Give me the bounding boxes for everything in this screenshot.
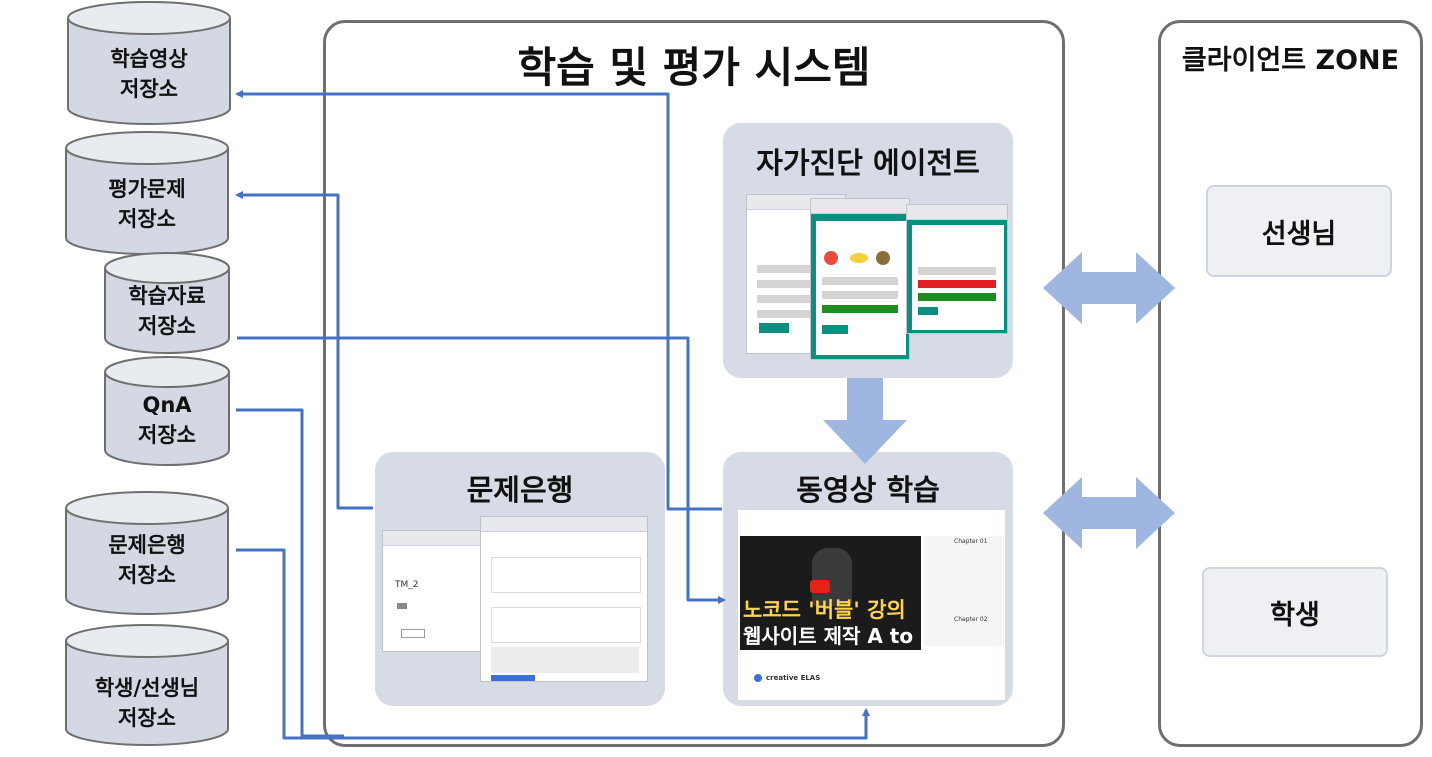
video-caption-line1: 노코드 '버블' 강의 bbox=[743, 598, 906, 622]
video-caption-line2: 웹사이트 제작 A to Z bbox=[743, 624, 914, 650]
chapter-label-1: Chapter 01 bbox=[954, 538, 988, 545]
learning-system-title: 학습 및 평가 시스템 bbox=[517, 43, 871, 92]
connector-video-storage bbox=[235, 90, 722, 511]
video-learning-screenshot: 노코드 '버블' 강의 웹사이트 제작 A to Z Chapter 01 Ch… bbox=[738, 510, 1005, 700]
student-role-label: 학생 bbox=[1270, 599, 1320, 631]
chapter-label-2: Chapter 02 bbox=[954, 616, 988, 623]
chapter-list: Chapter 01 Chapter 02 bbox=[924, 536, 1004, 646]
storage-cylinder-2 bbox=[65, 131, 229, 255]
question-bank-screen-title: TM_2 bbox=[395, 580, 419, 590]
storage-label-5: 문제은행 저장소 bbox=[108, 533, 186, 587]
question-bank-screenshot-2 bbox=[480, 516, 648, 682]
storage-label-2: 평가문제 저장소 bbox=[108, 177, 186, 231]
storage-label-4: QnA 저장소 bbox=[138, 393, 196, 447]
client-zone-title: 클라이언트 ZONE bbox=[1181, 45, 1400, 76]
question-bank-screenshot-1: TM_2 bbox=[382, 530, 490, 652]
connector-qna-storage bbox=[236, 408, 344, 738]
quiz-screenshot-3 bbox=[906, 204, 1008, 334]
video-learning-title: 동영상 학습 bbox=[796, 473, 940, 507]
video-thumbnail[interactable]: 노코드 '버블' 강의 웹사이트 제작 A to Z bbox=[740, 536, 921, 650]
student-role-box: 학생 bbox=[1202, 567, 1388, 657]
brand-logo-icon bbox=[754, 674, 762, 682]
storage-label-3: 학습자료 저장소 bbox=[128, 284, 206, 338]
connector-question-bank-storage bbox=[236, 548, 870, 740]
storage-cylinder-4 bbox=[104, 356, 230, 466]
storage-cylinder-5 bbox=[65, 491, 229, 615]
footer-brand: creative ELAS bbox=[766, 674, 821, 682]
connector-evaluation-storage bbox=[235, 191, 373, 510]
double-arrow-student bbox=[1043, 477, 1175, 549]
double-arrow-teacher bbox=[1043, 252, 1175, 324]
connector-learning-material bbox=[237, 336, 726, 604]
storage-label-6: 학생/선생님 저장소 bbox=[94, 676, 200, 730]
storage-cylinder-3 bbox=[104, 252, 230, 354]
storage-cylinder-1 bbox=[67, 1, 231, 125]
quiz-screenshot-2 bbox=[810, 198, 910, 360]
play-icon[interactable] bbox=[810, 580, 830, 593]
self-diagnosis-agent-title: 자가진단 에이전트 bbox=[756, 146, 980, 180]
flow-arrow-diagnosis-to-video bbox=[823, 378, 907, 464]
teacher-role-label: 선생님 bbox=[1261, 218, 1337, 250]
storage-cylinder-6 bbox=[65, 624, 229, 746]
question-bank-title: 문제은행 bbox=[466, 473, 574, 507]
storage-label-1: 학습영상 저장소 bbox=[110, 47, 188, 101]
teacher-role-box: 선생님 bbox=[1206, 185, 1392, 277]
